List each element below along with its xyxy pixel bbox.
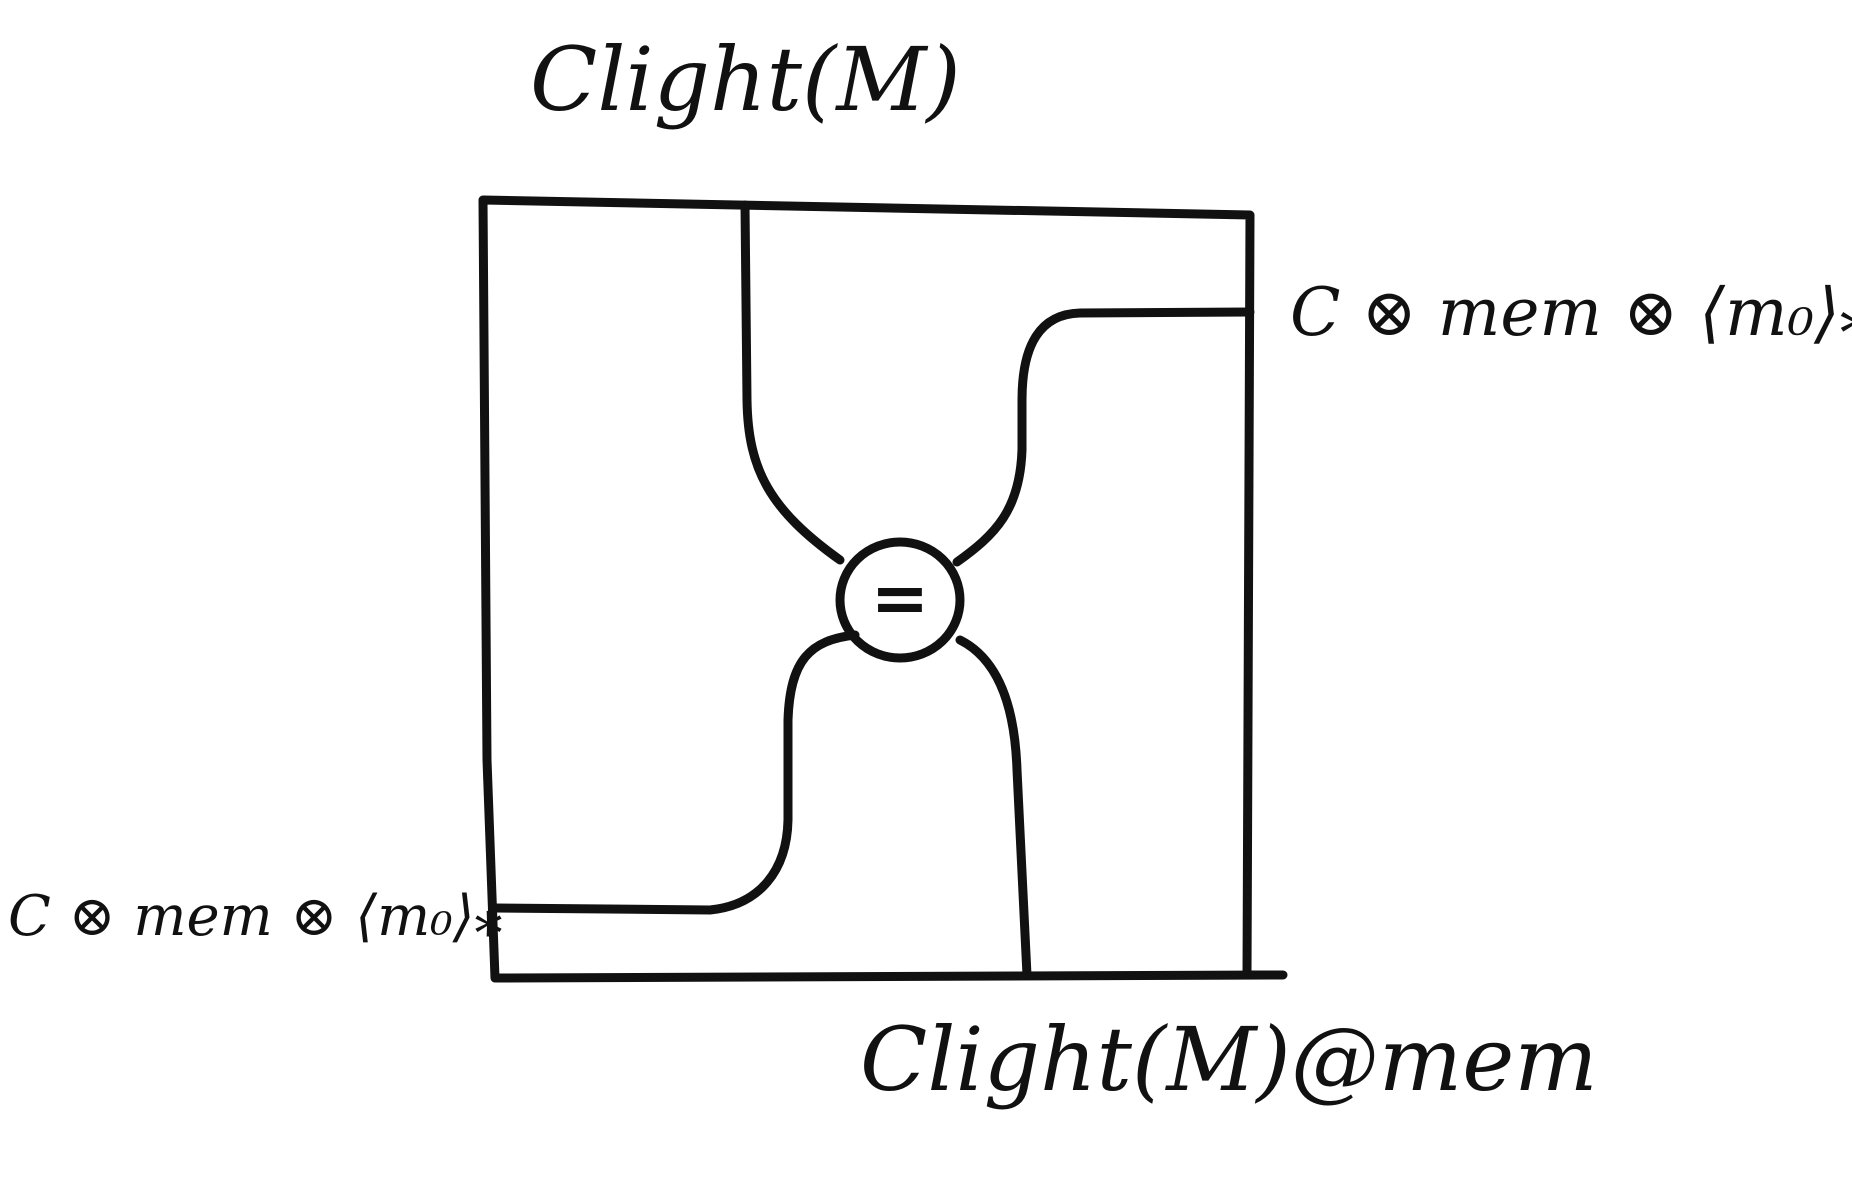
label-left-c-mem-m0: C ⊗ mem ⊗ ⟨m₀⟩⁎ [8, 884, 502, 949]
label-right-c-mem-m0: C ⊗ mem ⊗ ⟨m₀⟩⁎ [1290, 274, 1852, 351]
equality-node-symbol: = [871, 557, 930, 639]
equality-node: = [835, 537, 965, 663]
diagram-box [478, 195, 1288, 983]
wire-top [740, 200, 845, 565]
wire-left [490, 630, 860, 915]
wire-bottom [955, 635, 1032, 980]
wire-right [952, 307, 1255, 567]
label-bottom-clight-m-at-mem: Clight(M)@mem [860, 1008, 1598, 1111]
label-top-clight-m: Clight(M) [530, 28, 961, 131]
